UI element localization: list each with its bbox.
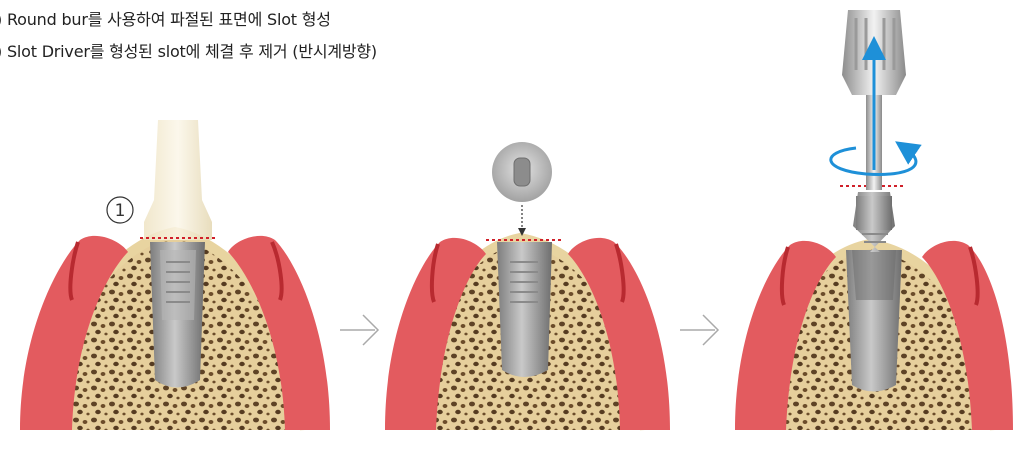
step-number: 1	[115, 201, 126, 221]
slot-groove	[514, 158, 530, 186]
arrow-2-to-3	[680, 315, 718, 345]
panel-1-round-bur: 1	[20, 120, 330, 430]
abutment-ghost	[144, 120, 212, 240]
panel-3-slot-driver	[735, 10, 1013, 430]
panel-2-slot	[385, 142, 670, 430]
arrow-1-to-2	[340, 315, 378, 345]
